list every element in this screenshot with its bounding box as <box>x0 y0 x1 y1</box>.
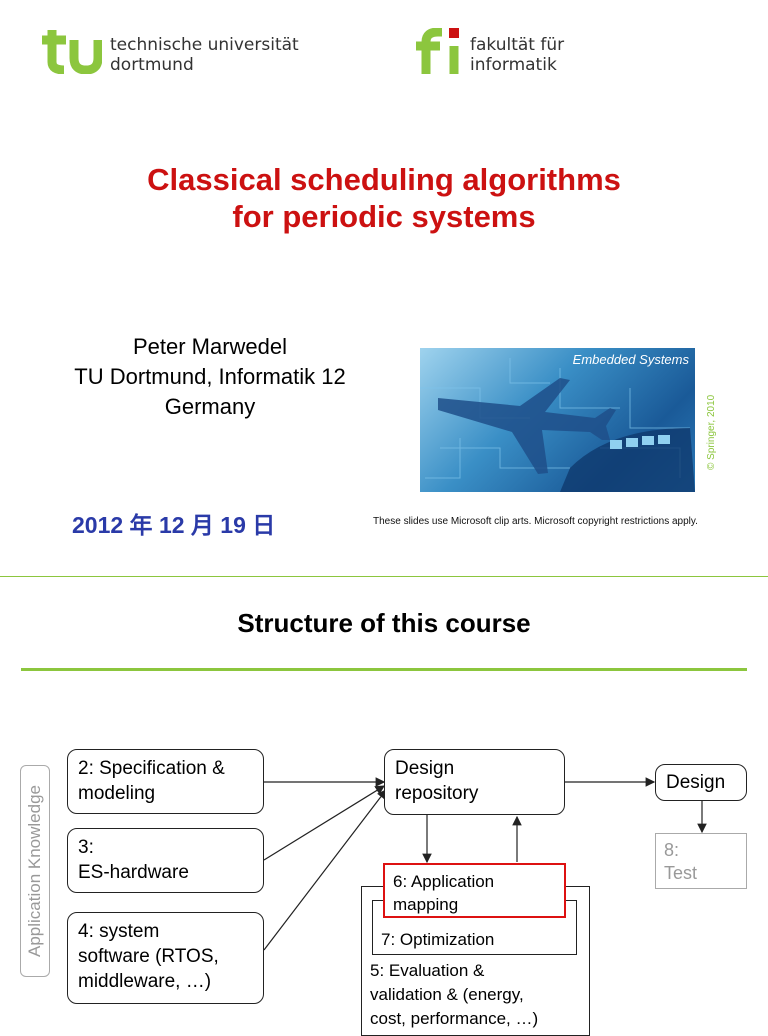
box-design-repository: Design repository <box>384 749 565 815</box>
springer-copyright: © Springer, 2010 <box>706 394 717 470</box>
faculty-name-line1: fakultät für <box>470 35 565 55</box>
box-mapping-line2: mapping <box>393 895 459 914</box>
box-design-label: Design <box>666 772 726 793</box>
slide-date: 2012 年 12 月 19 日 <box>72 512 276 538</box>
author-affiliation: TU Dortmund, Informatik 12 <box>74 364 346 389</box>
application-knowledge-box: Application Knowledge <box>20 765 50 977</box>
flow-arrows <box>263 777 707 951</box>
course-structure-title: Structure of this course <box>237 608 531 638</box>
box-mapping-line1: 6: Application <box>393 872 495 891</box>
box-software-line3: middleware, …) <box>78 971 212 992</box>
box-specification-line1: 2: Specification & <box>78 758 225 779</box>
slide-divider <box>0 576 768 577</box>
tu-logo-icon <box>42 30 102 74</box>
faculty-name: fakultät für informatik <box>470 35 564 75</box>
box-test-line2: Test <box>664 863 698 883</box>
slide-title-line1: Classical scheduling algorithms <box>147 162 621 197</box>
university-name: technische universität dortmund <box>110 35 299 75</box>
box-es-hardware: 3: ES-hardware <box>67 828 264 893</box>
box-test-line1: 8: <box>664 840 680 860</box>
springer-copyright-text: © Springer, 2010 <box>706 394 717 470</box>
box-specification-line2: modeling <box>78 783 156 804</box>
box-test: 8: Test <box>655 833 747 889</box>
author-name: Peter Marwedel <box>132 334 288 359</box>
box-application-mapping: 6: Application mapping <box>383 863 566 918</box>
box-repository-line2: repository <box>395 783 479 804</box>
author-block: Peter Marwedel TU Dortmund, Informatik 1… <box>30 332 390 422</box>
box-evaluation-line2: validation & (energy, <box>370 985 524 1004</box>
arrow-sw-to-repo <box>263 789 387 951</box>
box-system-software: 4: system software (RTOS, middleware, …) <box>67 912 264 1004</box>
box-software-line2: software (RTOS, <box>78 946 219 967</box>
slide-title: Classical scheduling algorithms for peri… <box>0 161 768 235</box>
box-hardware-line2: ES-hardware <box>78 862 189 883</box>
box-optimization-label: 7: Optimization <box>381 930 495 949</box>
box-software-line1: 4: system <box>78 921 160 942</box>
faculty-name-line2: informatik <box>470 55 557 75</box>
box-evaluation-line1: 5: Evaluation & <box>370 961 485 980</box>
box-design: Design <box>655 764 747 801</box>
copyright-note: These slides use Microsoft clip arts. Mi… <box>373 516 698 527</box>
university-name-line1: technische universität <box>110 35 299 55</box>
fi-logo-icon <box>416 28 459 74</box>
book-title: Embedded Systems <box>572 352 689 367</box>
title-underline <box>21 668 747 671</box>
box-evaluation-line3: cost, performance, …) <box>370 1009 539 1028</box>
university-name-line2: dortmund <box>110 55 194 75</box>
book-cover-image: Embedded Systems <box>420 348 695 492</box>
author-country: Germany <box>164 394 256 419</box>
box-specification-modeling: 2: Specification & modeling <box>67 749 264 814</box>
airplane-train-icon <box>420 358 695 492</box>
slide-title-line2: for periodic systems <box>232 199 536 234</box>
arrow-hw-to-repo <box>263 785 386 861</box>
box-hardware-line1: 3: <box>78 837 94 858</box>
box-repository-line1: Design <box>395 758 455 779</box>
